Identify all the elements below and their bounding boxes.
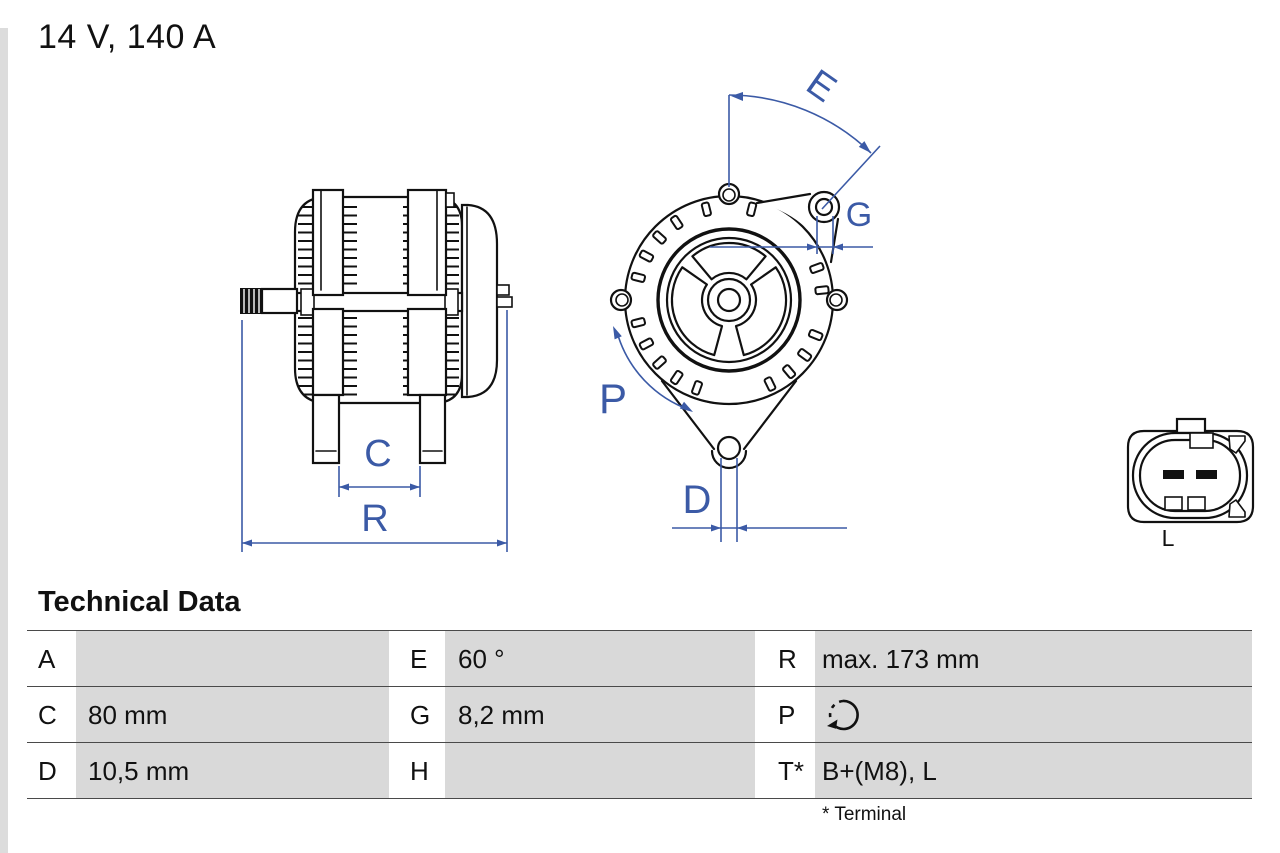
connector-pin	[1163, 470, 1184, 479]
page-title: 14 V, 140 A	[38, 18, 217, 56]
shaft-hole	[716, 287, 742, 313]
cell-value-E: 60 °	[445, 631, 755, 686]
cell-value-C: 80 mm	[76, 687, 389, 742]
dim-label-C: C	[364, 433, 391, 475]
dim-label-G: G	[846, 196, 872, 234]
threaded-shaft	[240, 288, 263, 314]
table-footnote: * Terminal	[822, 804, 907, 825]
table-row: A E 60 ° R max. 173 mm	[27, 630, 1252, 686]
cell-label-C: C	[27, 687, 76, 742]
terminal-stub-icon	[496, 296, 513, 308]
table-row: C 80 mm G 8,2 mm P	[27, 686, 1252, 742]
mounting-foot	[311, 393, 341, 465]
cell-value-D: 10,5 mm	[76, 743, 389, 798]
cell-value-A	[76, 631, 389, 686]
dim-label-E: E	[799, 62, 844, 111]
cell-label-E: E	[389, 631, 445, 686]
alternator-front-view	[609, 182, 849, 470]
cell-value-T: B+(M8), L	[815, 743, 1252, 798]
dimension-D: D	[672, 458, 847, 542]
technical-data-table: A E 60 ° R max. 173 mm C 80 mm G 8,2 mm …	[27, 630, 1252, 799]
cell-value-R: max. 173 mm	[815, 631, 1252, 686]
dimension-R: R	[241, 310, 508, 552]
arm-hole	[814, 197, 834, 217]
cell-label-A: A	[27, 631, 76, 686]
cell-label-G: G	[389, 687, 445, 742]
technical-drawing: C R	[240, 62, 1255, 552]
rotation-direction-icon	[827, 699, 859, 730]
mounting-foot	[418, 393, 447, 465]
bottom-lug-hole	[716, 435, 742, 461]
table-title: Technical Data	[38, 586, 241, 618]
cell-label-R: R	[755, 631, 815, 686]
connector-label: L	[1162, 525, 1175, 551]
connector-top-tab	[1175, 417, 1207, 435]
cell-label-P: P	[755, 687, 815, 742]
dimension-P: P	[599, 326, 693, 422]
alternator-side-view	[240, 188, 513, 465]
dimension-G: G	[710, 196, 873, 254]
dim-label-P: P	[599, 375, 627, 422]
cell-label-D: D	[27, 743, 76, 798]
connector-key-corner	[1228, 435, 1246, 454]
connector-key-corner	[1228, 499, 1246, 518]
terminal-stub-icon	[496, 284, 510, 296]
cell-value-G: 8,2 mm	[445, 687, 755, 742]
dimension-C: C	[338, 433, 421, 497]
dimension-E: E	[728, 62, 881, 210]
page-edge-strip	[0, 28, 8, 853]
connector-pin	[1196, 470, 1217, 479]
cell-value-P	[815, 687, 1252, 742]
connector-view: L	[1126, 417, 1255, 551]
dim-label-D: D	[683, 478, 712, 522]
cell-label-T: T*	[755, 743, 815, 798]
cell-label-H: H	[389, 743, 445, 798]
table-row: D 10,5 mm H T* B+(M8), L	[27, 742, 1252, 799]
cell-value-H	[445, 743, 755, 798]
dim-label-R: R	[361, 498, 388, 540]
